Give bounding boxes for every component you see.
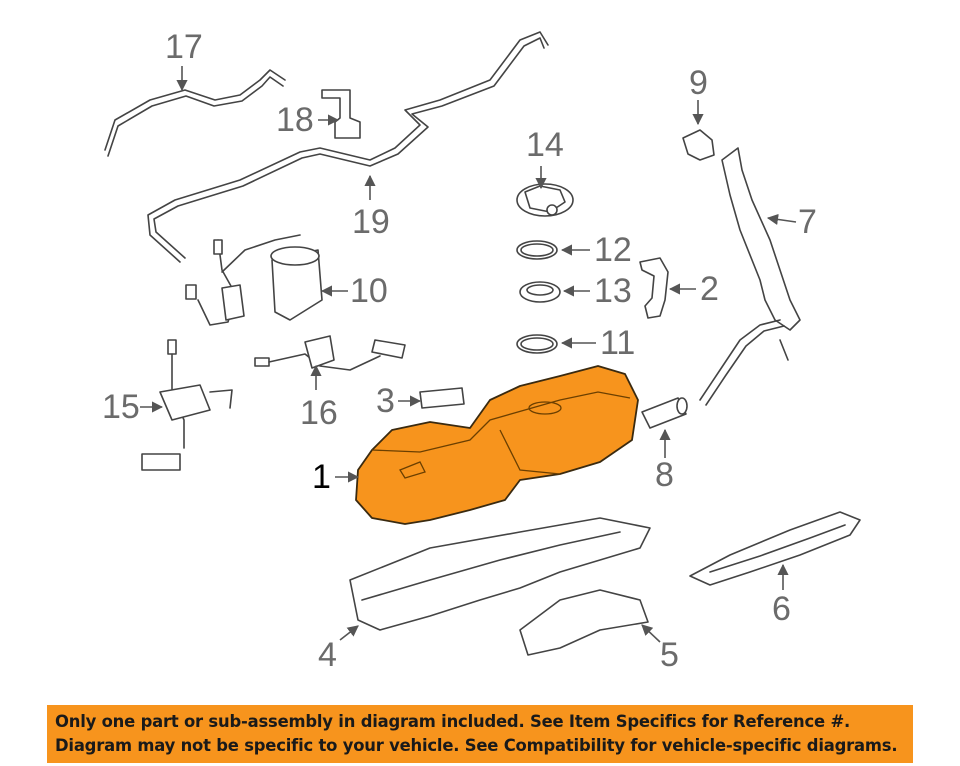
callout-17: 17	[165, 28, 203, 66]
callout-14: 14	[526, 126, 564, 164]
fuel-tank-1	[355, 365, 639, 525]
bracket-2	[639, 257, 669, 319]
callout-18: 18	[276, 101, 314, 139]
callout-1: 1	[312, 458, 331, 496]
callout-4: 4	[318, 636, 337, 674]
harness-16	[254, 335, 406, 371]
callout-19: 19	[352, 203, 390, 241]
callout-7: 7	[798, 203, 817, 241]
parts-diagram: 17 18 19 14 9 7 12 13 11 2 10 15 16 3 1 …	[102, 28, 861, 674]
filler-cap-9	[682, 129, 715, 161]
diagram-drawing	[104, 31, 861, 656]
sender-cover-14	[516, 183, 574, 217]
clip-18	[321, 89, 361, 139]
filler-neck-7	[699, 147, 801, 406]
disclaimer-line-2: Diagram may not be specific to your vehi…	[55, 736, 898, 755]
callout-9: 9	[689, 64, 708, 102]
callout-2: 2	[700, 270, 719, 308]
sensor-15	[141, 339, 233, 471]
lock-ring-13	[519, 281, 561, 303]
callout-10: 10	[350, 272, 388, 310]
callout-6: 6	[772, 590, 791, 628]
callout-8: 8	[655, 456, 674, 494]
callout-13: 13	[594, 272, 632, 310]
callout-12: 12	[594, 231, 632, 269]
seal-ring-12	[516, 240, 558, 260]
disclaimer-banner: Only one part or sub-assembly in diagram…	[47, 705, 913, 763]
callout-5: 5	[660, 636, 679, 674]
hose-8	[641, 397, 688, 429]
shield-6	[689, 511, 861, 586]
callout-11: 11	[600, 324, 636, 362]
disclaimer-line-1: Only one part or sub-assembly in diagram…	[55, 712, 851, 731]
fuel-line-19	[147, 31, 549, 263]
fuel-pump-10	[185, 234, 323, 326]
callout-15: 15	[102, 388, 140, 426]
fuel-line-17	[104, 69, 286, 157]
leader-lines	[140, 66, 797, 643]
shield-4	[349, 517, 651, 631]
shield-5	[519, 589, 649, 656]
pad-3	[419, 387, 465, 409]
callout-16: 16	[300, 394, 338, 432]
seal-ring-11	[516, 334, 558, 354]
callout-3: 3	[376, 382, 395, 420]
